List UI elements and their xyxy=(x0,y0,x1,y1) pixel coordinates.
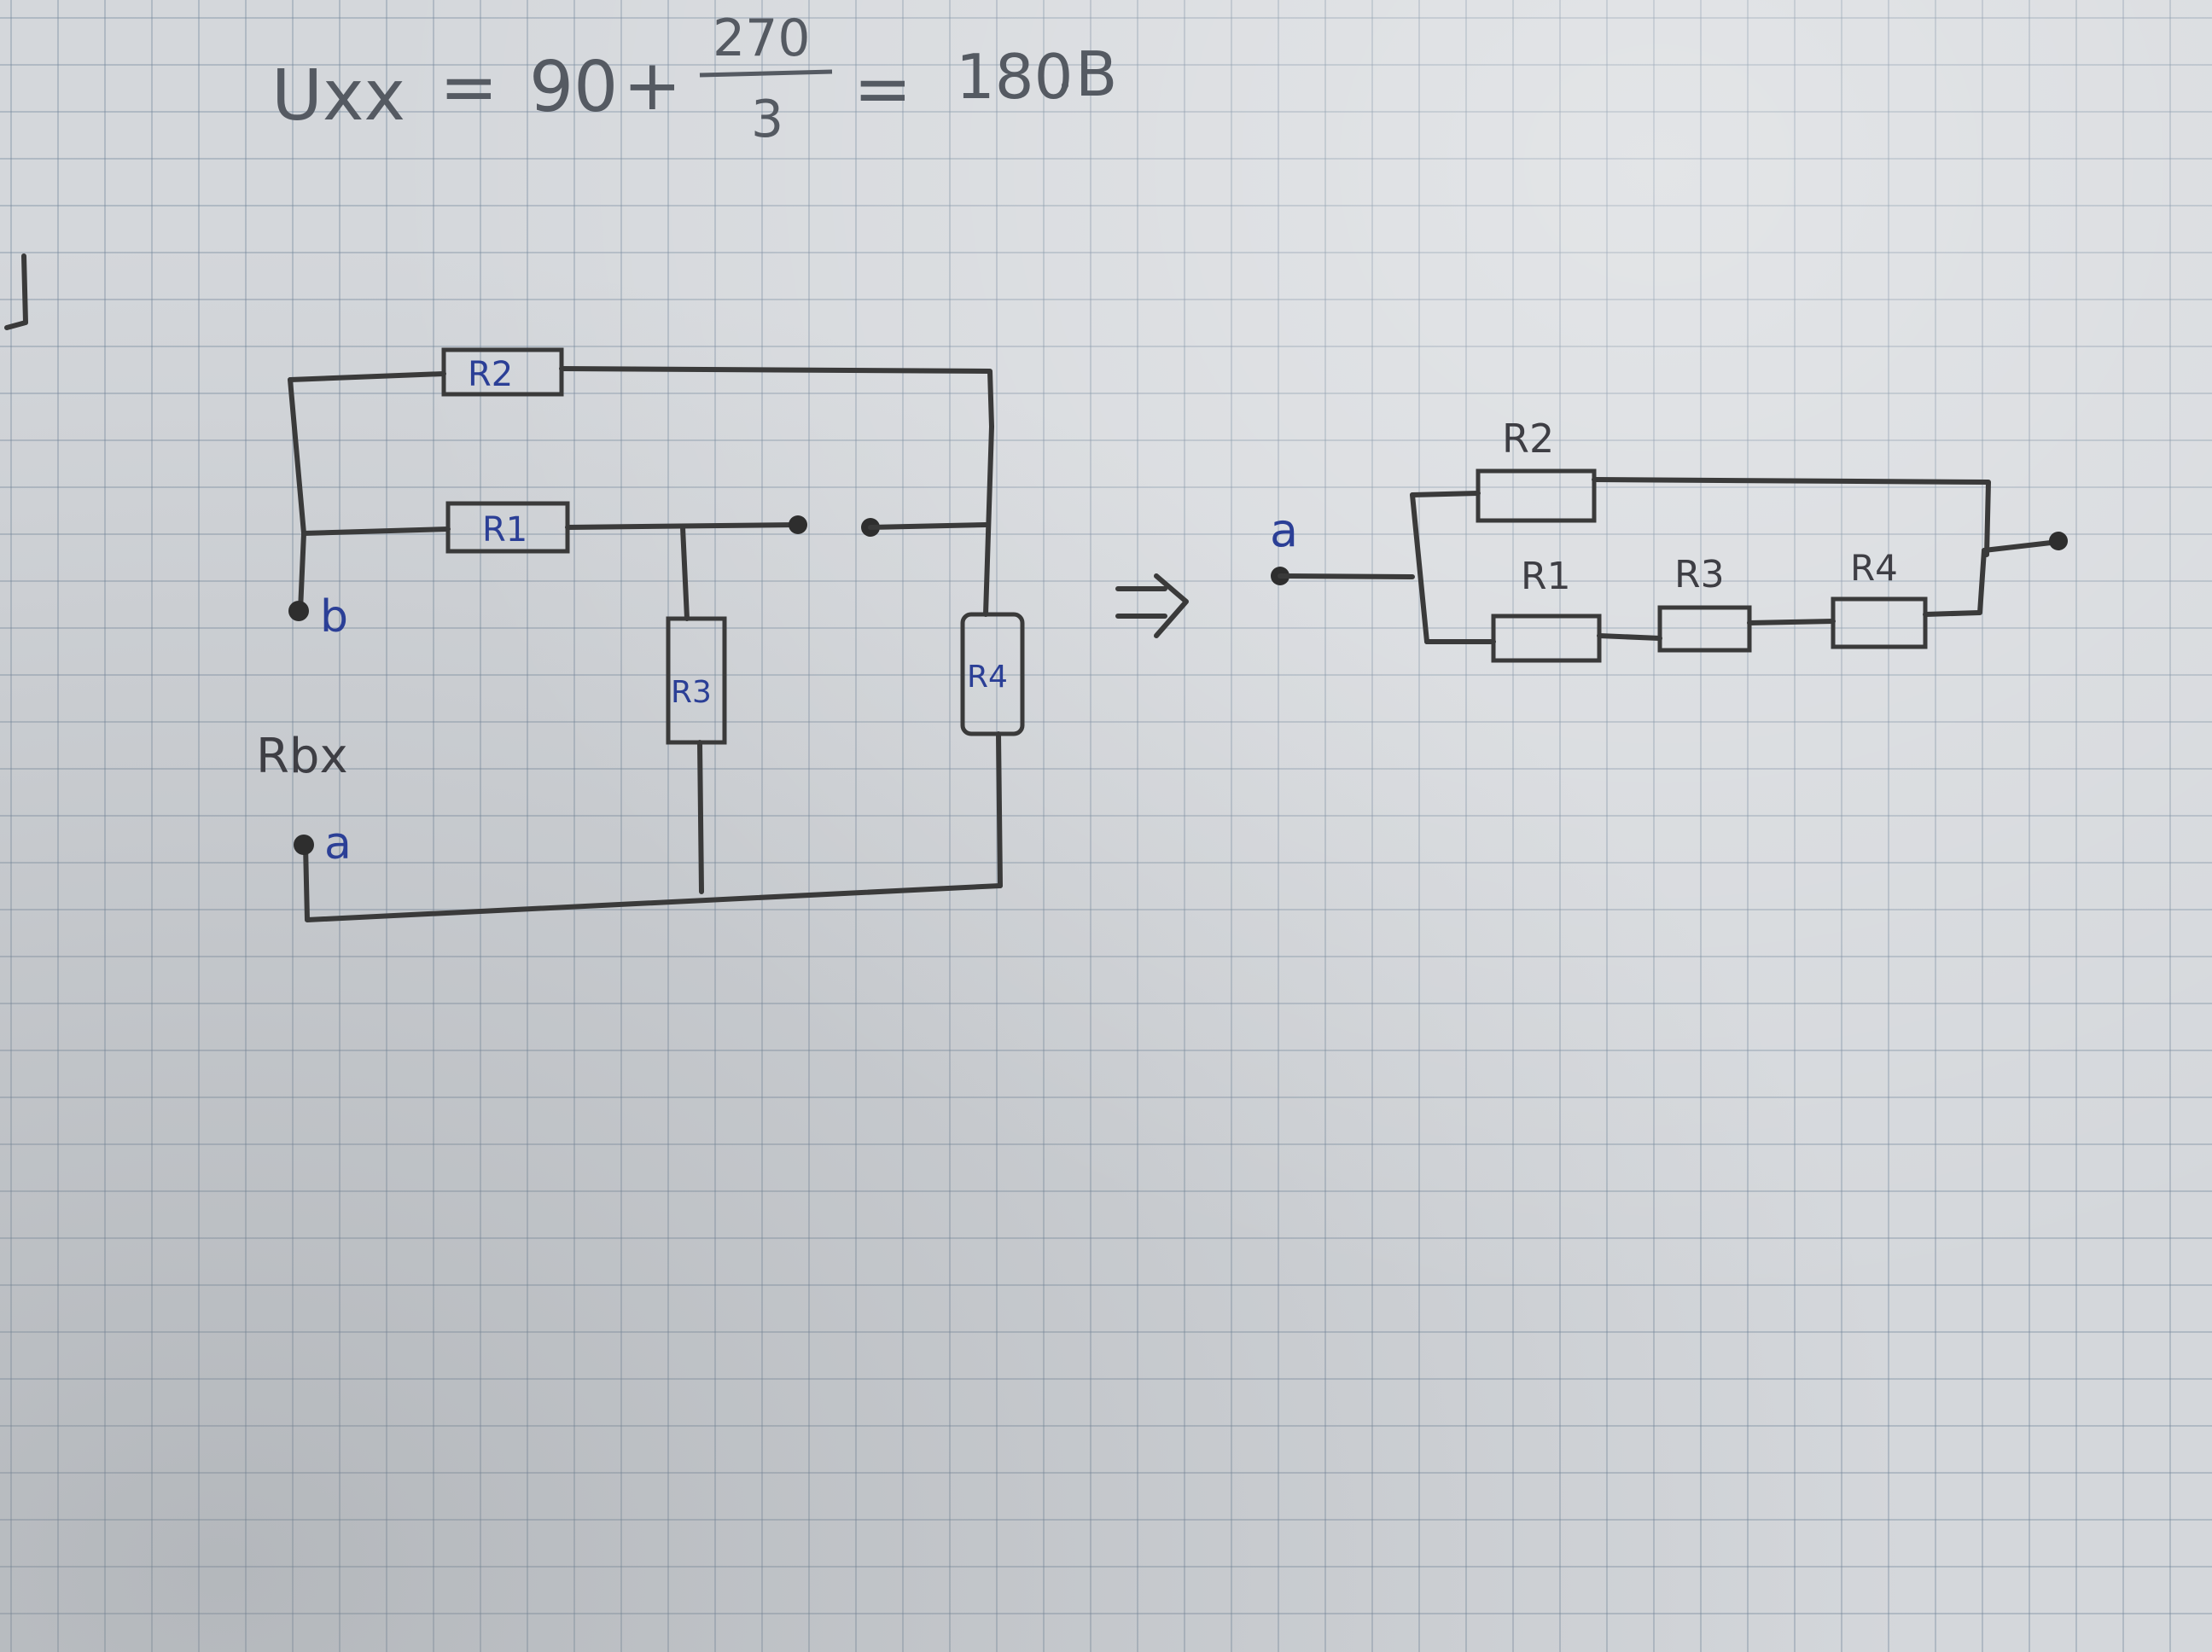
formula-lhs: Uxx xyxy=(271,55,405,137)
terminal-b-label: b xyxy=(320,591,348,643)
wire-a-in xyxy=(1278,573,1415,579)
right-r3-label: R3 xyxy=(1674,553,1725,596)
right-r1-label: R1 xyxy=(1521,555,1571,598)
wire-left-bus xyxy=(1410,492,1429,644)
right-terminal-a-label: a xyxy=(1270,503,1298,557)
wire-r4-down xyxy=(996,731,1003,888)
formula-equals-2: = xyxy=(853,49,912,130)
wire-series-out xyxy=(1923,548,1987,617)
wire-r2-in xyxy=(1410,491,1481,497)
wire-bottom xyxy=(303,842,1003,922)
terminal-a-node xyxy=(294,835,314,855)
left-r4-label: R4 xyxy=(967,660,1008,695)
wire-top-left xyxy=(288,371,446,382)
wire-r4-branch xyxy=(868,522,988,530)
formula-result: 180 xyxy=(956,41,1073,113)
margin-mark xyxy=(4,253,28,330)
formula-denominator: 3 xyxy=(751,90,783,149)
right-r2-resistor xyxy=(1476,468,1597,523)
left-circuit: R2 R1 R4 R3 b a Rbx xyxy=(256,347,1025,922)
wire-r1-r3 xyxy=(1597,633,1662,641)
wire-out xyxy=(1982,539,2061,553)
left-r2-label: R2 xyxy=(468,355,513,394)
terminal-a-label: a xyxy=(324,818,352,870)
right-r3-resistor xyxy=(1657,605,1752,653)
left-r4-resistor xyxy=(960,612,1025,736)
wire-r3-up xyxy=(680,525,690,621)
terminal-b-node xyxy=(288,601,309,621)
left-r3-resistor xyxy=(666,616,727,745)
right-r4-label: R4 xyxy=(1850,547,1898,589)
left-r3-label: R3 xyxy=(671,675,712,710)
right-r4-resistor xyxy=(1831,596,1928,649)
left-r2-resistor xyxy=(441,347,564,397)
formula-unit: B xyxy=(1075,38,1117,110)
right-terminal-b-node xyxy=(2049,532,2068,550)
formula-dot xyxy=(1062,82,1068,89)
wire-r3-r4 xyxy=(1747,619,1836,625)
right-r1-resistor xyxy=(1491,614,1602,663)
formula-term1: 90 xyxy=(529,47,618,128)
arrow-text: => xyxy=(0,0,2,1)
wire-top-right xyxy=(559,366,994,429)
equivalence-arrow: => xyxy=(0,0,1189,638)
wire-left-vertical xyxy=(288,377,306,613)
fraction-bar xyxy=(699,69,833,78)
rin-label: Rbx xyxy=(256,729,348,784)
wire-right-vertical xyxy=(983,424,994,617)
wire-r3-down xyxy=(697,740,704,894)
right-circuit: a R2 R1 R3 R4 xyxy=(1270,416,2068,663)
formula-plus: + xyxy=(623,45,682,126)
formula: Uxx = 90 + 270 3 = 180 B xyxy=(271,9,1117,149)
right-r2-label: R2 xyxy=(1502,416,1554,462)
left-r1-label: R1 xyxy=(482,510,527,550)
formula-numerator: 270 xyxy=(713,9,811,68)
wire-r1-left xyxy=(301,526,451,536)
wire-r2-out xyxy=(1592,477,1991,557)
formula-equals: = xyxy=(439,47,498,128)
open-node-left xyxy=(789,515,807,534)
arrow-icon xyxy=(1115,573,1189,638)
